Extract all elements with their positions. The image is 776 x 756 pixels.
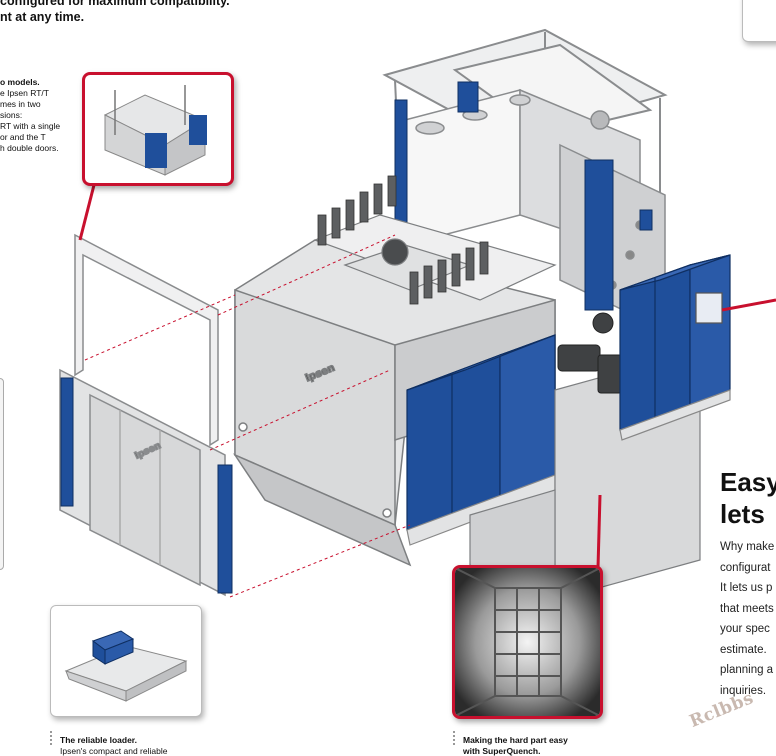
easy-body-line: It lets us p bbox=[720, 582, 773, 594]
models-line: or and the T bbox=[0, 132, 46, 142]
header-line-1: configured for maximum compatibility. bbox=[0, 0, 230, 8]
models-line: mes in two bbox=[0, 99, 41, 109]
easy-body-line: your spec bbox=[720, 623, 770, 635]
loader-caption: The reliable loader. Ipsen's compact and… bbox=[60, 735, 167, 756]
control-cabinet-right bbox=[619, 254, 731, 441]
model-thumbnail bbox=[103, 85, 207, 176]
loader-caption-text: Ipsen's compact and reliable bbox=[60, 746, 168, 756]
door-blue-rails bbox=[60, 377, 233, 594]
header-line-2: nt at any time. bbox=[0, 10, 85, 24]
easy-body-line: that meets bbox=[720, 602, 774, 615]
easy-title-line-2: lets bbox=[720, 499, 765, 529]
quench-chamber-photo bbox=[455, 568, 600, 716]
quench-caption-title-1: Making the hard part easy bbox=[463, 735, 568, 745]
easy-body-line: Why make bbox=[720, 541, 775, 553]
easy-body: Why make configurat It lets us p that me… bbox=[720, 537, 774, 701]
quench-caption-title-2: with SuperQuench. bbox=[463, 746, 541, 756]
models-line: e Ipsen RT/T bbox=[0, 88, 49, 98]
motor-deck bbox=[313, 214, 557, 301]
easy-body-line: configurat bbox=[720, 561, 771, 574]
valve-cluster-right bbox=[409, 241, 489, 305]
valve-cluster-left bbox=[317, 175, 397, 246]
caption-rule-right bbox=[453, 731, 455, 745]
easy-title-line-1: Easy bbox=[720, 467, 776, 497]
loader-caption-title: The reliable loader. bbox=[60, 735, 138, 745]
door-frame: Ipsen bbox=[59, 233, 226, 597]
models-text: o models. e Ipsen RT/T mes in two sions:… bbox=[0, 77, 60, 154]
top-right-inset bbox=[742, 0, 776, 42]
quench-motor bbox=[557, 312, 623, 394]
easy-body-line: estimate. bbox=[720, 643, 767, 656]
easy-section: Easy lets bbox=[720, 466, 776, 530]
loader-illustration bbox=[64, 630, 188, 702]
callout-lines bbox=[78, 184, 776, 569]
models-line: RT with a single bbox=[0, 121, 61, 131]
loader-inset bbox=[50, 605, 202, 717]
quench-caption: Making the hard part easy with SuperQuen… bbox=[463, 735, 568, 756]
models-line: h double doors. bbox=[0, 143, 59, 153]
easy-body-line: planning a bbox=[720, 664, 774, 676]
models-line: sions: bbox=[0, 110, 23, 120]
caption-rule-left bbox=[50, 731, 52, 745]
models-title: o models. bbox=[0, 77, 40, 87]
easy-body-line: inquiries. bbox=[720, 684, 767, 697]
furnace-body: Ipsen bbox=[232, 239, 556, 567]
model-thumbnail-inset bbox=[82, 72, 234, 186]
superquench-inset bbox=[452, 565, 603, 719]
control-cabinet-front bbox=[406, 334, 556, 546]
assembly-guides bbox=[84, 234, 411, 598]
